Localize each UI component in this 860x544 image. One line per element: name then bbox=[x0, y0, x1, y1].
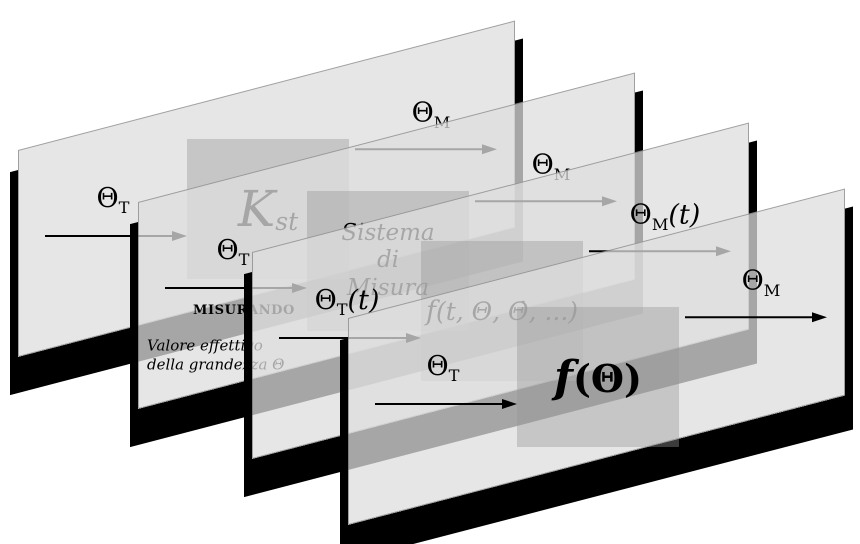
right-arrow-icon bbox=[685, 312, 827, 323]
output-symbol: Θ bbox=[741, 265, 764, 297]
input-arrow bbox=[375, 396, 517, 412]
system-block: f(Θ) bbox=[517, 306, 679, 447]
output-subscript: M bbox=[763, 280, 781, 300]
input-symbol: Θ bbox=[314, 284, 337, 316]
formula-arguments: (Θ) bbox=[572, 355, 642, 401]
right-arrow-icon bbox=[375, 398, 517, 409]
output-symbol: Θ bbox=[629, 199, 652, 231]
input-symbol: Θ bbox=[96, 182, 119, 214]
input-subscript: T bbox=[118, 198, 130, 218]
input-symbol: Θ bbox=[216, 234, 239, 266]
block-formula: f(Θ) bbox=[554, 351, 642, 402]
input-subscript: T bbox=[336, 300, 348, 320]
input-subscript: T bbox=[448, 366, 460, 386]
slide-face: ΘT f(Θ) bbox=[349, 190, 844, 524]
slide-panel: ΘT f(Θ) bbox=[348, 188, 845, 525]
output-quantity-label: ΘM bbox=[699, 265, 823, 300]
input-symbol: Θ bbox=[426, 350, 449, 382]
formula-main: f bbox=[554, 351, 573, 403]
input-quantity-label: ΘT bbox=[387, 350, 499, 386]
output-suffix: (t) bbox=[668, 199, 701, 231]
output-subscript: M bbox=[651, 214, 669, 234]
output-symbol: Θ bbox=[411, 97, 434, 129]
output-arrow bbox=[685, 309, 827, 325]
input-subscript: T bbox=[238, 250, 250, 270]
